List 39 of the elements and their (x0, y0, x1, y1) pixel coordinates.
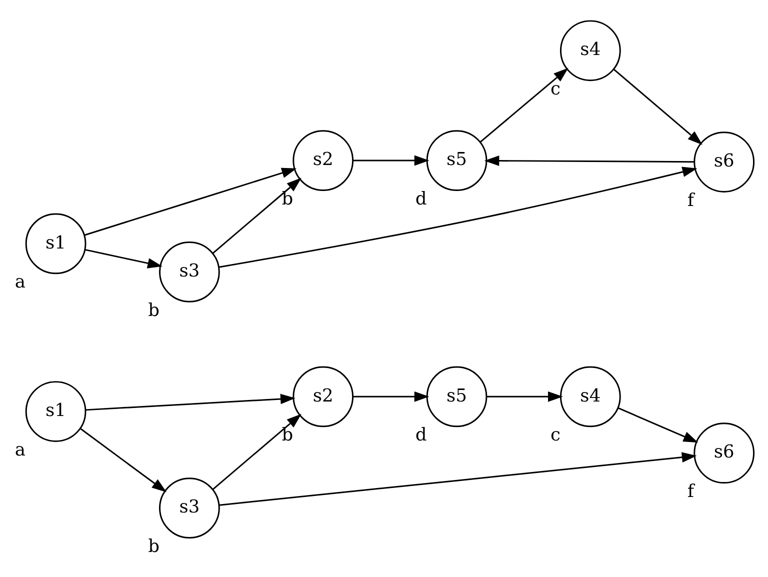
node-circle: s1 (25, 380, 86, 442)
node-circle: s3 (159, 240, 220, 302)
arrow (219, 166, 698, 268)
node-label: c (550, 424, 561, 446)
node-circle: s6 (694, 422, 755, 484)
arrow (219, 452, 697, 506)
node-label: f (687, 480, 694, 502)
node-label: b (282, 424, 294, 446)
node-circle: s2 (292, 130, 354, 190)
node-circle: s2 (292, 366, 354, 427)
node-circle: s3 (159, 477, 220, 538)
arrow (86, 393, 296, 410)
arrow (352, 154, 430, 166)
node-circle: s6 (694, 131, 755, 192)
arrow (480, 67, 568, 142)
node-circle: s5 (426, 366, 488, 427)
arrow (84, 167, 297, 236)
arrow (486, 390, 563, 402)
arrow (352, 390, 430, 402)
node-label: b (148, 299, 160, 320)
node-label: f (687, 189, 694, 210)
arrow (84, 248, 162, 268)
node-circle: s4 (560, 20, 621, 81)
node-label: c (550, 78, 561, 100)
node-label: a (14, 438, 26, 460)
arrow (484, 155, 694, 166)
arrow (212, 177, 302, 254)
arrow (618, 406, 698, 442)
node-circle: s1 (25, 212, 86, 274)
node-label: b (282, 188, 294, 209)
node-label: a (14, 271, 26, 292)
node-label: d (415, 188, 427, 209)
arrow (212, 413, 302, 490)
node-circle: s4 (560, 366, 621, 427)
node-label: d (415, 424, 427, 446)
arrow (614, 68, 702, 144)
arrow (80, 428, 167, 492)
node-label: b (148, 536, 160, 557)
node-circle: s5 (426, 130, 488, 190)
